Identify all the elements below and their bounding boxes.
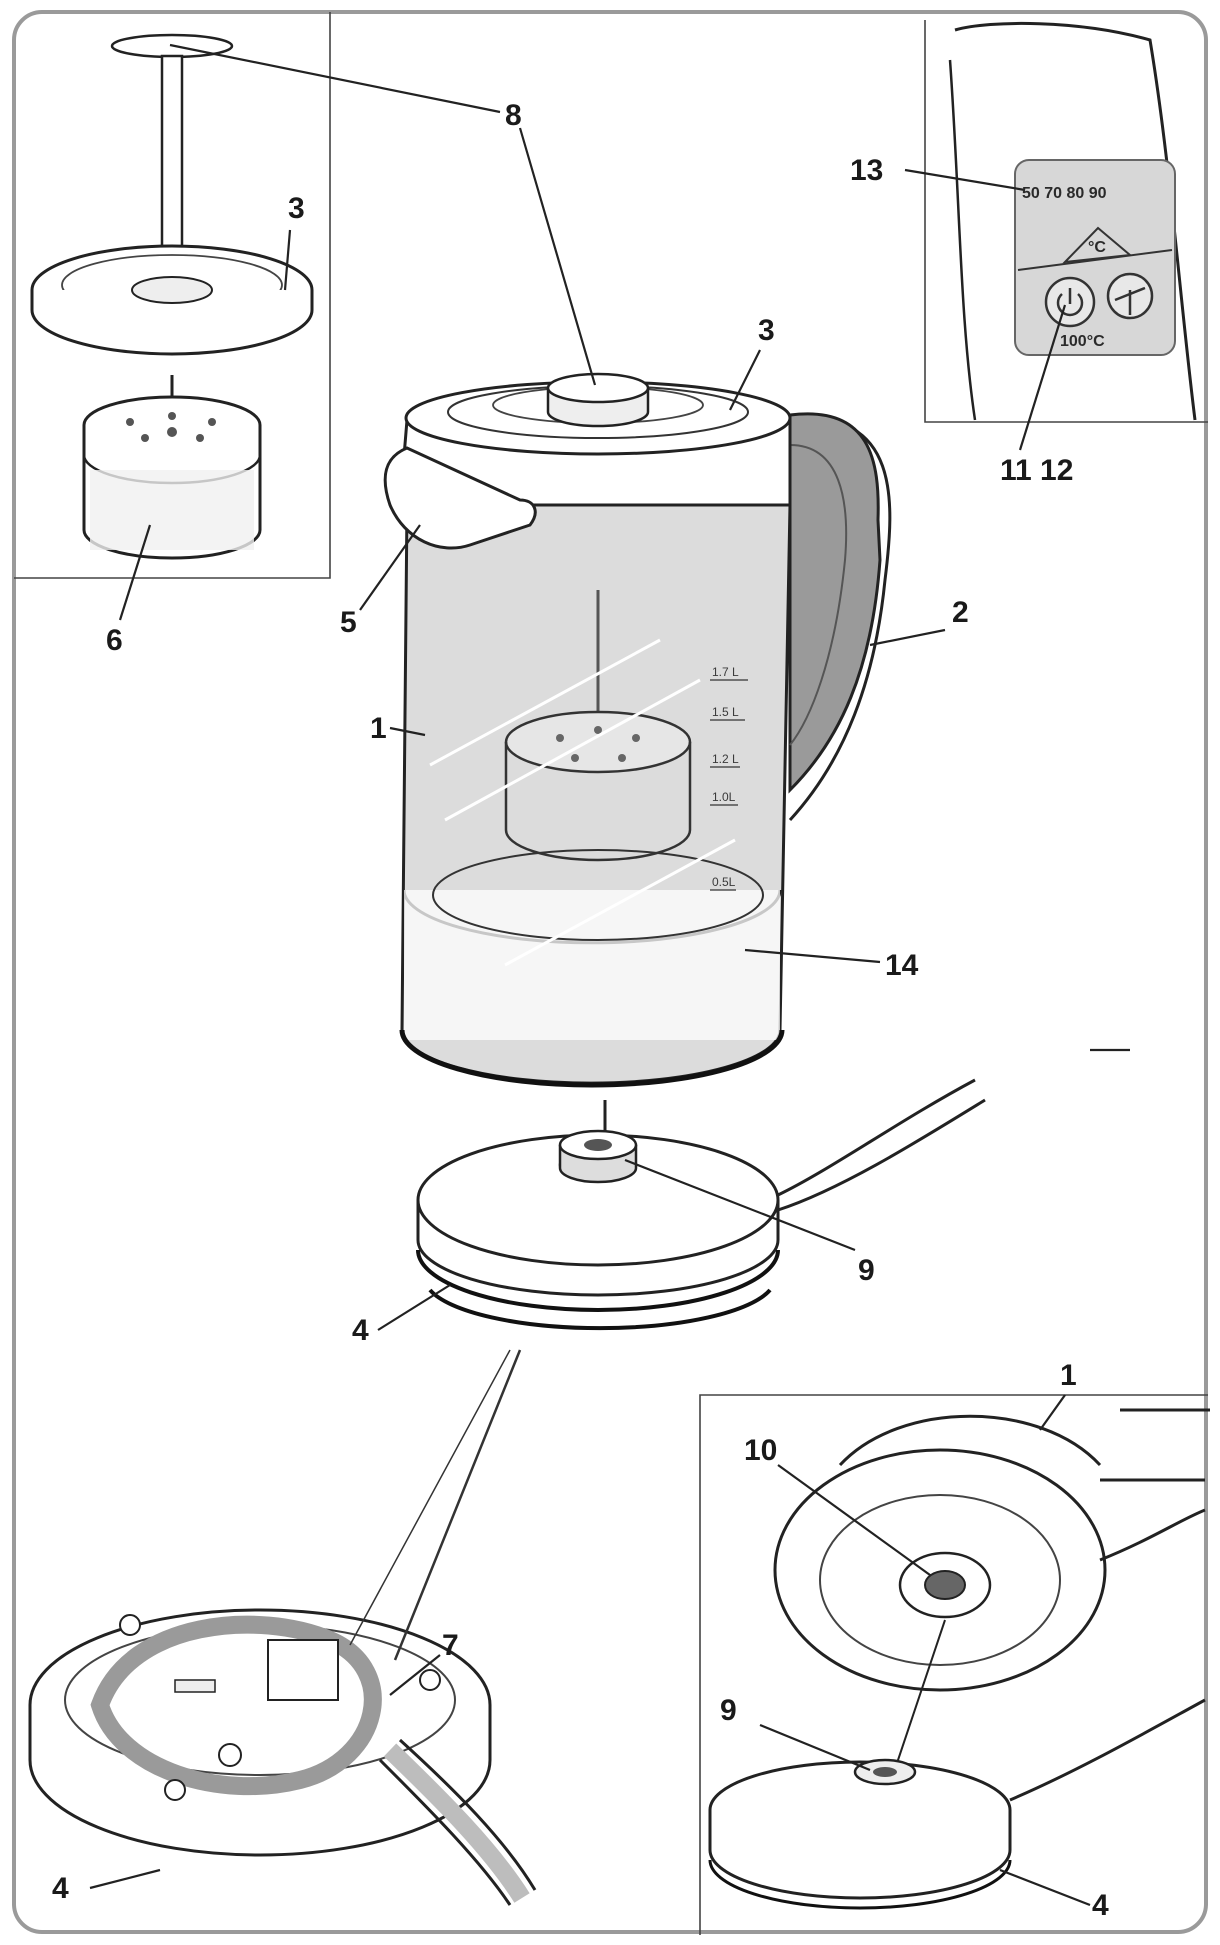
label-7: 7	[442, 1629, 459, 1662]
label-14: 14	[885, 949, 919, 982]
inset-filter-lid	[14, 12, 331, 579]
label-1-main: 1	[370, 712, 387, 745]
label-9-inset: 9	[720, 1694, 737, 1727]
scale-1-7: 1.7 L	[712, 665, 739, 679]
kettle-body	[383, 372, 892, 1088]
label-8: 8	[505, 99, 522, 132]
label-1-inset: 1	[1060, 1359, 1077, 1392]
label-6: 6	[106, 624, 123, 657]
label-4-underside: 4	[52, 1872, 69, 1905]
label-10: 10	[744, 1434, 777, 1467]
label-5: 5	[340, 606, 357, 639]
scale-0-5: 0.5L	[712, 875, 736, 889]
label-4-base: 4	[352, 1314, 369, 1347]
inset-control-panel	[924, 20, 1208, 423]
label-9-base: 9	[858, 1254, 875, 1287]
part-labels: 8 3 3 5 6 2 1 14 13 11 12 9 4 7 4 1 10 9…	[52, 99, 1109, 1922]
label-13: 13	[850, 154, 883, 187]
scale-marks: 1.7 L 1.5 L 1.2 L 1.0L 0.5L	[710, 665, 748, 891]
leader-lines	[89, 43, 1130, 1907]
scale-1-0: 1.0L	[712, 790, 736, 804]
inset-connector	[699, 1394, 1210, 1935]
base-underside	[28, 1608, 537, 1906]
panel-temperatures: 50 70 80 90	[1022, 185, 1107, 202]
panel-unit: °C	[1088, 239, 1106, 256]
scale-1-2: 1.2 L	[712, 752, 739, 766]
panel-100: 100°C	[1060, 333, 1105, 350]
label-11-12: 11 12	[1000, 454, 1073, 487]
scale-1-5: 1.5 L	[712, 705, 739, 719]
power-base	[416, 1078, 986, 1331]
label-3-lid: 3	[758, 314, 775, 347]
label-4-inset: 4	[1092, 1889, 1109, 1922]
label-2: 2	[952, 596, 969, 629]
label-3-inset: 3	[288, 192, 305, 225]
